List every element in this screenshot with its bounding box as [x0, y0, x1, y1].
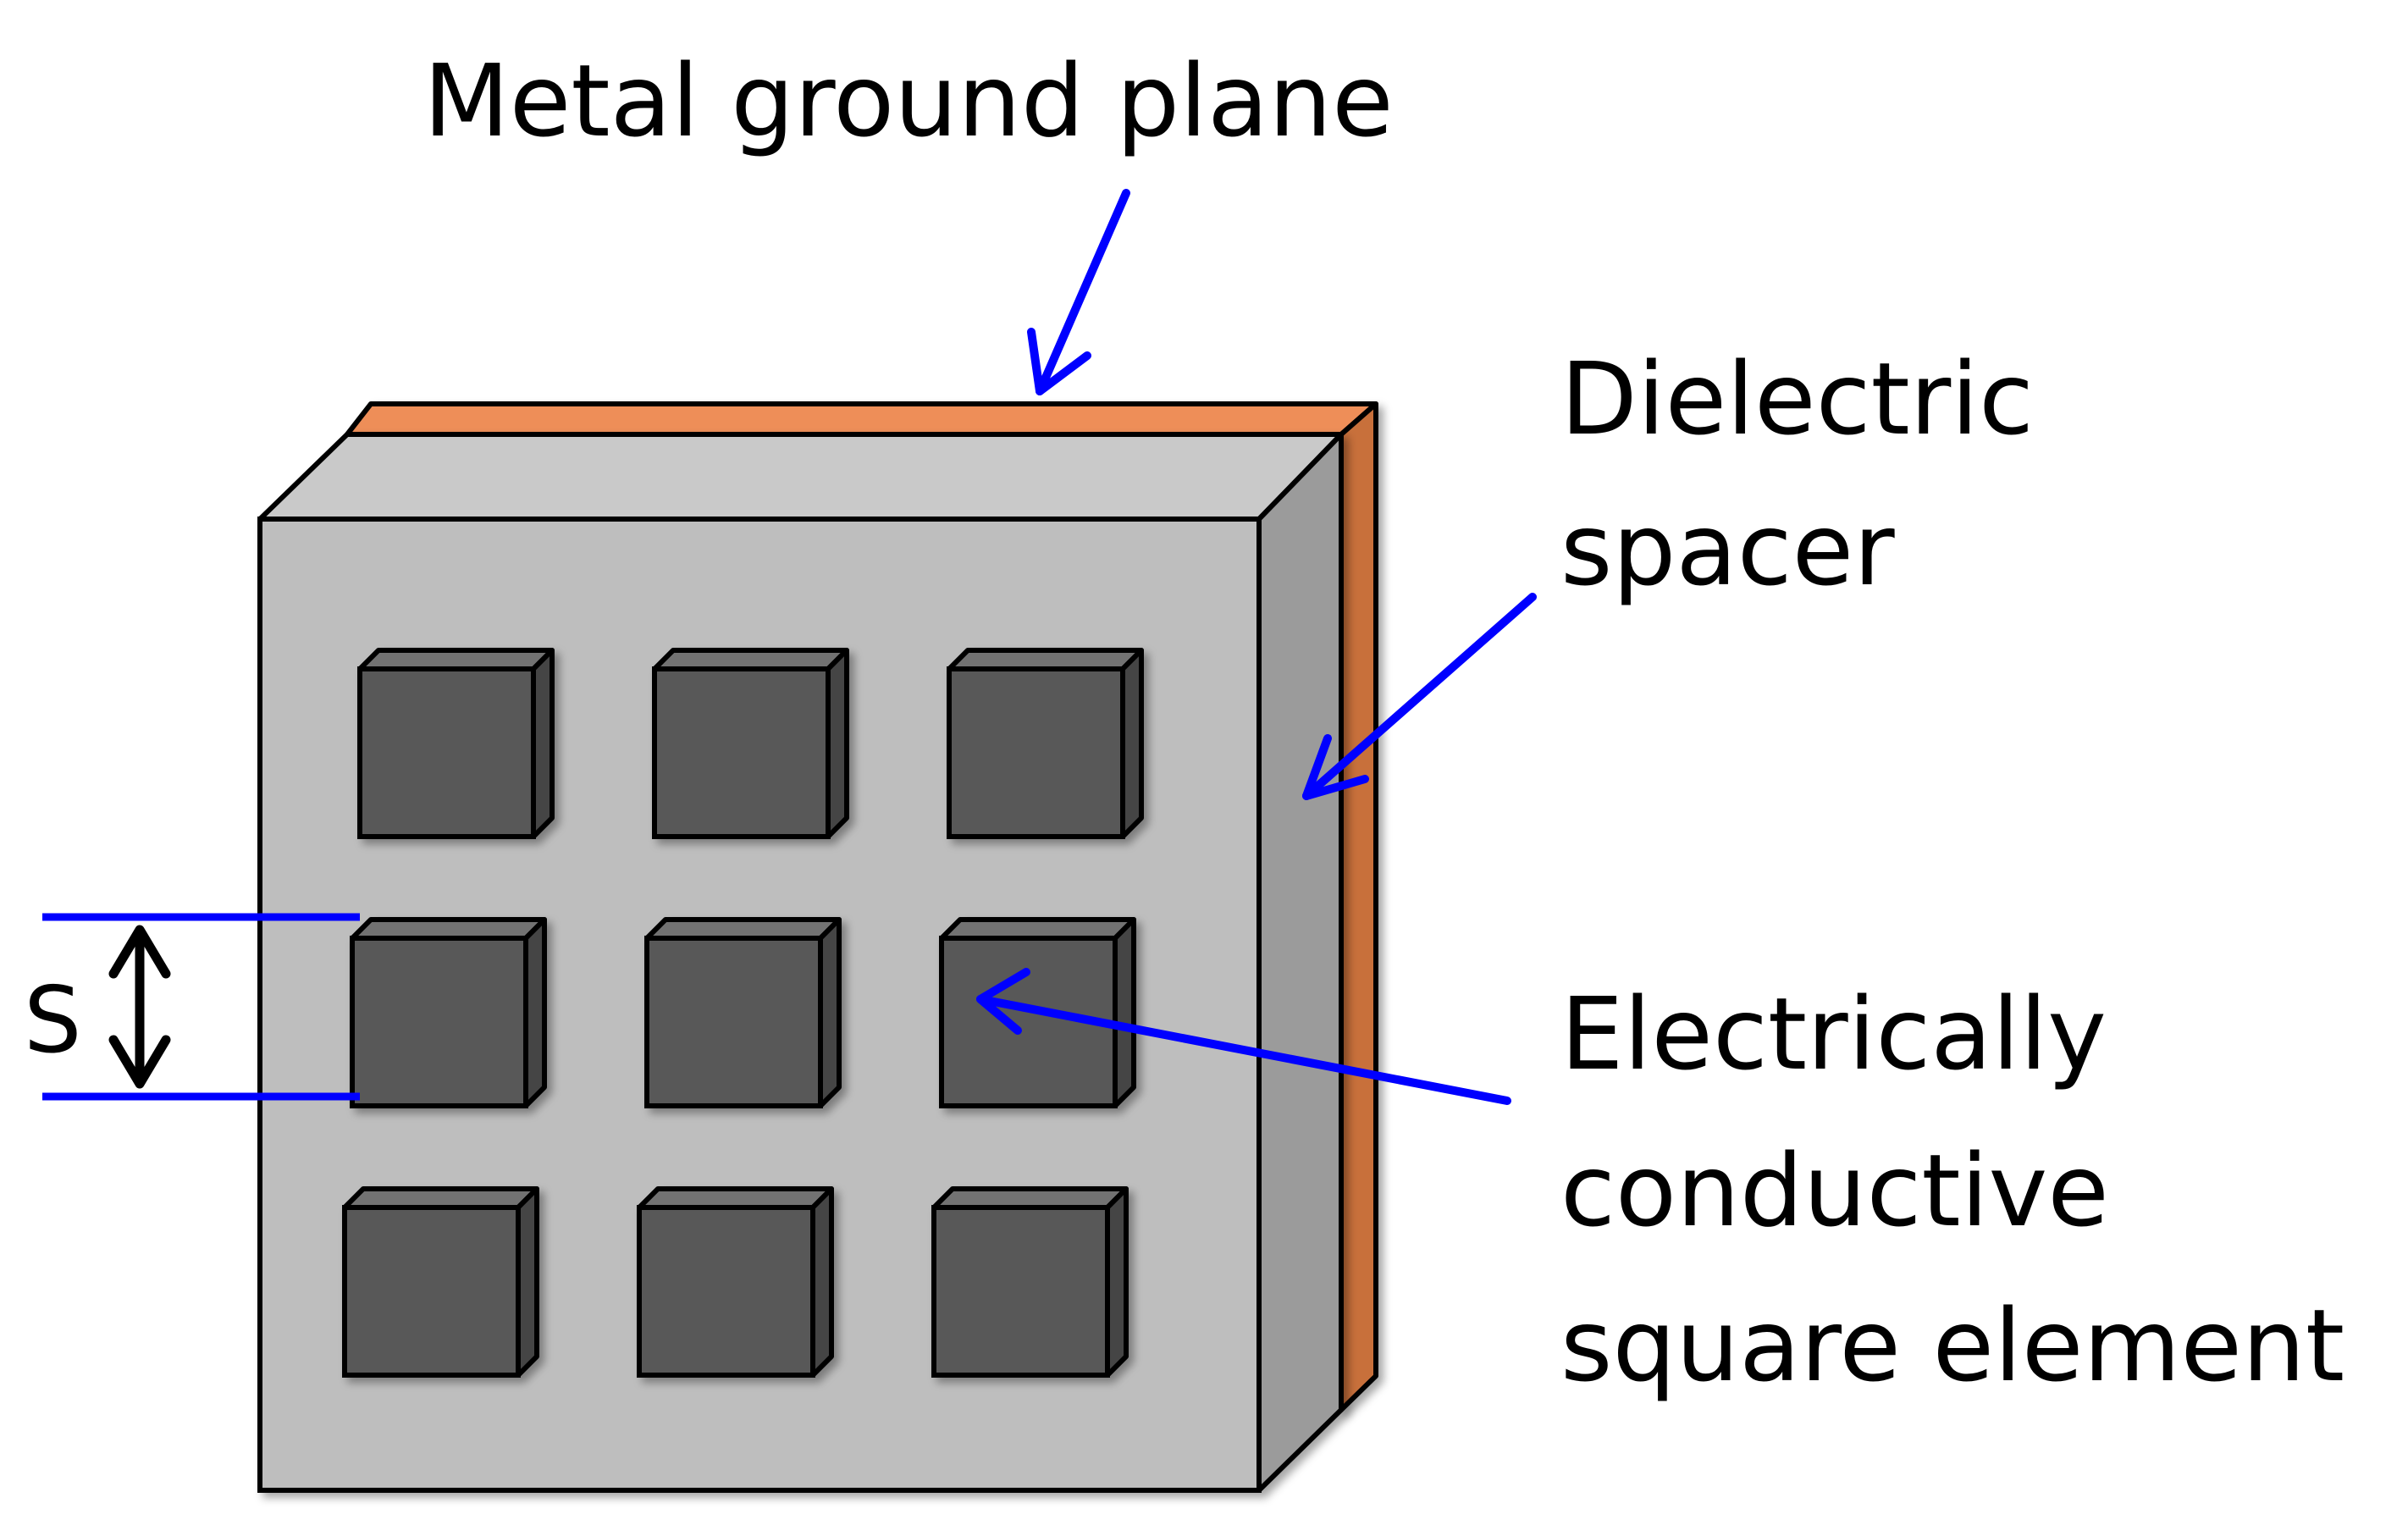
dielectric-arrowhead-icon: [1302, 734, 1369, 800]
dielectric-label-line2: spacer: [1560, 491, 1895, 608]
square-element-front-face: [350, 936, 528, 1108]
ground-plane-arrow: [1027, 189, 1130, 395]
square-element-front-face: [637, 1205, 815, 1378]
square-element: [342, 1186, 539, 1378]
spacing-dimension: S: [24, 913, 360, 1101]
square-element-front-face: [342, 1205, 521, 1378]
square-element-side-face: [1120, 648, 1144, 839]
ground-plane-side-edge: [1339, 401, 1378, 1412]
square-element: [637, 1186, 834, 1378]
square-element-front-face: [931, 1205, 1110, 1378]
spacing-arrowhead-up-icon: [108, 925, 171, 979]
square-element: [652, 648, 849, 839]
square-element-label-line1: Electrically: [1560, 975, 2107, 1092]
square-element-side-face: [523, 917, 547, 1108]
square-element-side-face: [531, 648, 555, 839]
square-element-front-face: [652, 666, 831, 839]
square-element-top-face: [652, 648, 849, 671]
square-element-side-face: [826, 648, 849, 839]
spacing-label: S: [24, 968, 82, 1074]
square-element-side-face: [1105, 1186, 1129, 1378]
square-element: [931, 1186, 1129, 1378]
square-element-top-face: [644, 917, 842, 941]
square-element-top-face: [350, 917, 547, 941]
square-element-top-face: [342, 1186, 539, 1210]
square-element: [350, 917, 547, 1108]
dielectric-top-face: [257, 432, 1344, 522]
square-element-side-face: [1113, 917, 1136, 1108]
square-element: [644, 917, 842, 1108]
square-element-label-line3: square element: [1560, 1287, 2344, 1404]
ground-plane-arrowhead-icon: [1027, 328, 1091, 395]
square-element-side-face: [818, 917, 842, 1108]
dielectric-side-face: [1256, 432, 1344, 1493]
spacing-arrowhead-down-icon: [108, 1035, 171, 1089]
dielectric-arrow: [1302, 593, 1537, 800]
square-element-grid: [342, 648, 1144, 1378]
square-element-arrow: [976, 968, 1511, 1105]
square-element-front-face: [357, 666, 536, 839]
ground-plane-label: Metal ground plane: [423, 42, 1394, 159]
square-element: [357, 648, 555, 839]
square-element-top-face: [931, 1186, 1129, 1210]
square-element-front-face: [947, 666, 1125, 839]
ground-plane-top-edge: [345, 401, 1378, 437]
square-element-side-face: [516, 1186, 539, 1378]
square-element: [947, 648, 1144, 839]
square-element-front-face: [644, 936, 823, 1108]
dielectric-label-line1: Dielectric: [1560, 340, 2034, 457]
square-element-side-face: [810, 1186, 834, 1378]
square-element-arrowhead-icon: [976, 968, 1030, 1035]
square-element-top-face: [939, 917, 1136, 941]
square-element-top-face: [947, 648, 1144, 671]
square-element-label-line2: conductive: [1560, 1132, 2109, 1249]
square-element-top-face: [357, 648, 555, 671]
square-element-top-face: [637, 1186, 834, 1210]
